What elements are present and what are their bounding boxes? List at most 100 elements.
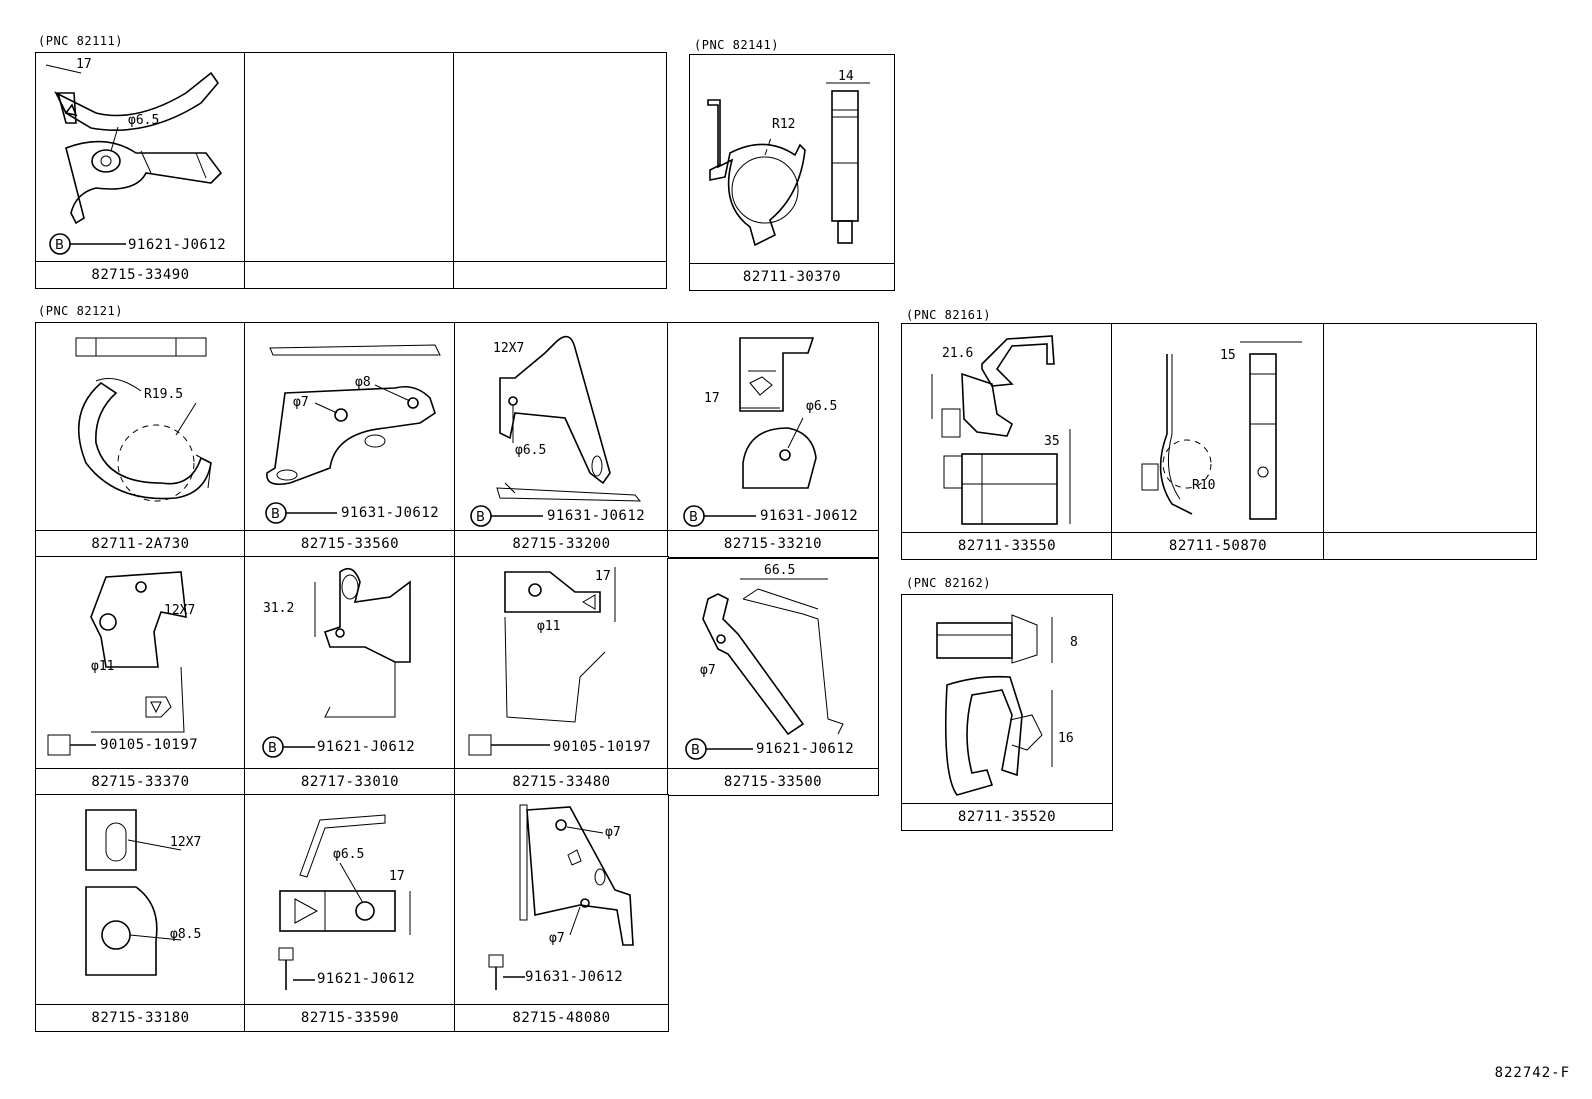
part-cell-82715-33210[interactable]: B 17 φ6.5 91631-J0612 82715-33210 [667, 322, 879, 558]
clamp-drawing [931, 335, 1071, 525]
part-number: 82711-2A730 [36, 530, 245, 557]
part-cell-82715-33370[interactable]: 12X7 φ11 90105-10197 82715-33370 [35, 556, 246, 796]
dim-phi-8: φ8 [355, 375, 371, 390]
fastener-part-no: 91631-J0612 [525, 969, 624, 985]
pnc-label-82111: (PNC 82111) [38, 34, 123, 48]
part-number [454, 261, 666, 288]
clamp-drawing [1141, 341, 1302, 520]
dim-17: 17 [76, 57, 92, 72]
part-cell-82711-2a730[interactable]: R19.5 82711-2A730 [35, 322, 246, 558]
fastener-part-no: 90105-10197 [100, 737, 199, 753]
pnc-label-82161: (PNC 82161) [906, 308, 991, 322]
fastener-part-no: 91631-J0612 [547, 508, 646, 524]
part-cell-82715-33560[interactable]: B φ7 φ8 91631-J0612 82715-33560 [244, 322, 456, 558]
fastener-part-no: 91621-J0612 [756, 741, 855, 757]
bracket-drawing: B [470, 335, 642, 527]
dim-phi-8-5: φ8.5 [170, 927, 202, 942]
fastener-part-no: 90105-10197 [553, 739, 652, 755]
dim-16: 16 [1058, 731, 1074, 746]
dim-17: 17 [389, 869, 405, 884]
part-number [1324, 532, 1536, 559]
fastener-part-no: 91631-J0612 [341, 505, 440, 521]
part-number: 82715-33200 [455, 530, 668, 557]
part-cell-82715-33480[interactable]: 17 φ11 90105-10197 82715-33480 [454, 556, 669, 796]
dim-phi-11: φ11 [537, 619, 561, 634]
part-cell-82711-35520[interactable]: 8 16 82711-35520 [901, 594, 1113, 831]
svg-text:B: B [691, 743, 700, 758]
part-cell-82715-33200[interactable]: B 12X7 φ6.5 91631-J0612 82715-33200 [454, 322, 669, 558]
part-number: 82715-33560 [245, 530, 455, 557]
part-number: 82711-30370 [690, 263, 894, 290]
dim-phi-7: φ7 [549, 931, 565, 946]
dim-15: 15 [1220, 348, 1236, 363]
part-number: 82711-35520 [902, 803, 1112, 830]
part-cell-82717-33010[interactable]: B 31.2 91621-J0612 82717-33010 [244, 556, 456, 796]
part-number: 82715-33480 [455, 768, 668, 795]
bracket-drawing [278, 814, 411, 990]
dim-12x7: 12X7 [164, 603, 196, 618]
dim-12x7: 12X7 [493, 341, 525, 356]
fastener-part-no: 91621-J0612 [128, 237, 227, 253]
svg-text:B: B [271, 507, 280, 522]
part-cell-82711-30370[interactable]: 14 R12 82711-30370 [689, 54, 895, 291]
dim-phi-7: φ7 [293, 395, 309, 410]
svg-text:B: B [689, 510, 698, 525]
dim-phi-6-5: φ6.5 [333, 847, 365, 862]
part-number: 82711-33550 [902, 532, 1112, 559]
bracket-drawing: B [262, 567, 411, 758]
part-cell-empty [244, 52, 455, 289]
part-cell-82711-33550[interactable]: 21.6 35 82711-33550 [901, 323, 1113, 560]
dim-17: 17 [704, 391, 720, 406]
part-number: 82715-33180 [36, 1004, 245, 1031]
part-cell-82715-48080[interactable]: φ7 φ7 91631-J0612 82715-48080 [454, 794, 669, 1032]
dim-phi-6-5: φ6.5 [128, 113, 160, 128]
fastener-part-no: 91621-J0612 [317, 971, 416, 987]
pnc-label-82121: (PNC 82121) [38, 304, 123, 318]
dim-12x7: 12X7 [170, 835, 202, 850]
diagram-reference: 822742-F [1494, 1065, 1570, 1081]
part-number: 82715-33490 [36, 261, 245, 288]
part-number: 82717-33010 [245, 768, 455, 795]
part-cell-82715-33590[interactable]: φ6.5 17 91621-J0612 82715-33590 [244, 794, 456, 1032]
svg-text:B: B [55, 238, 64, 253]
part-number: 82715-33210 [668, 530, 878, 557]
pnc-label-82162: (PNC 82162) [906, 576, 991, 590]
bracket-drawing: B [45, 64, 223, 255]
dim-14: 14 [838, 69, 854, 84]
part-number: 82715-48080 [455, 1004, 668, 1031]
dim-r19-5: R19.5 [144, 387, 184, 402]
pnc-label-82141: (PNC 82141) [694, 38, 779, 52]
clamp-drawing [75, 337, 212, 502]
bracket-drawing: B [265, 344, 441, 524]
dim-31-2: 31.2 [263, 601, 295, 616]
dim-phi-7: φ7 [605, 825, 621, 840]
bracket-drawing: B [683, 337, 817, 527]
clip-drawing [936, 614, 1053, 796]
dim-17: 17 [595, 569, 611, 584]
svg-text:B: B [476, 510, 485, 525]
dim-66-5: 66.5 [764, 563, 796, 578]
dim-phi-6-5: φ6.5 [515, 443, 547, 458]
dim-35: 35 [1044, 434, 1060, 449]
part-number [245, 261, 454, 288]
part-cell-empty [1323, 323, 1537, 560]
part-cell-82715-33500[interactable]: B 66.5 φ7 91621-J0612 82715-33500 [667, 558, 879, 796]
fastener-part-no: 91631-J0612 [760, 508, 859, 524]
part-cell-82715-33490[interactable]: B 17 φ6.5 91621-J0612 82715-33490 [35, 52, 246, 289]
part-number: 82715-33590 [245, 1004, 455, 1031]
part-number: 82715-33500 [668, 768, 878, 795]
dim-r10: R10 [1192, 478, 1216, 493]
fastener-part-no: 91621-J0612 [317, 739, 416, 755]
dim-r12: R12 [772, 117, 796, 132]
part-cell-82715-33180[interactable]: 12X7 φ8.5 82715-33180 [35, 794, 246, 1032]
svg-text:B: B [268, 741, 277, 756]
dim-8: 8 [1070, 635, 1078, 650]
bracket-drawing: B [685, 578, 844, 760]
bracket-drawing [488, 804, 634, 990]
part-cell-empty [453, 52, 667, 289]
bracket-drawing [468, 567, 616, 756]
part-number: 82711-50870 [1112, 532, 1324, 559]
bracket-drawing [85, 809, 182, 976]
dim-phi-11: φ11 [91, 659, 115, 674]
part-cell-82711-50870[interactable]: 15 R10 82711-50870 [1111, 323, 1325, 560]
